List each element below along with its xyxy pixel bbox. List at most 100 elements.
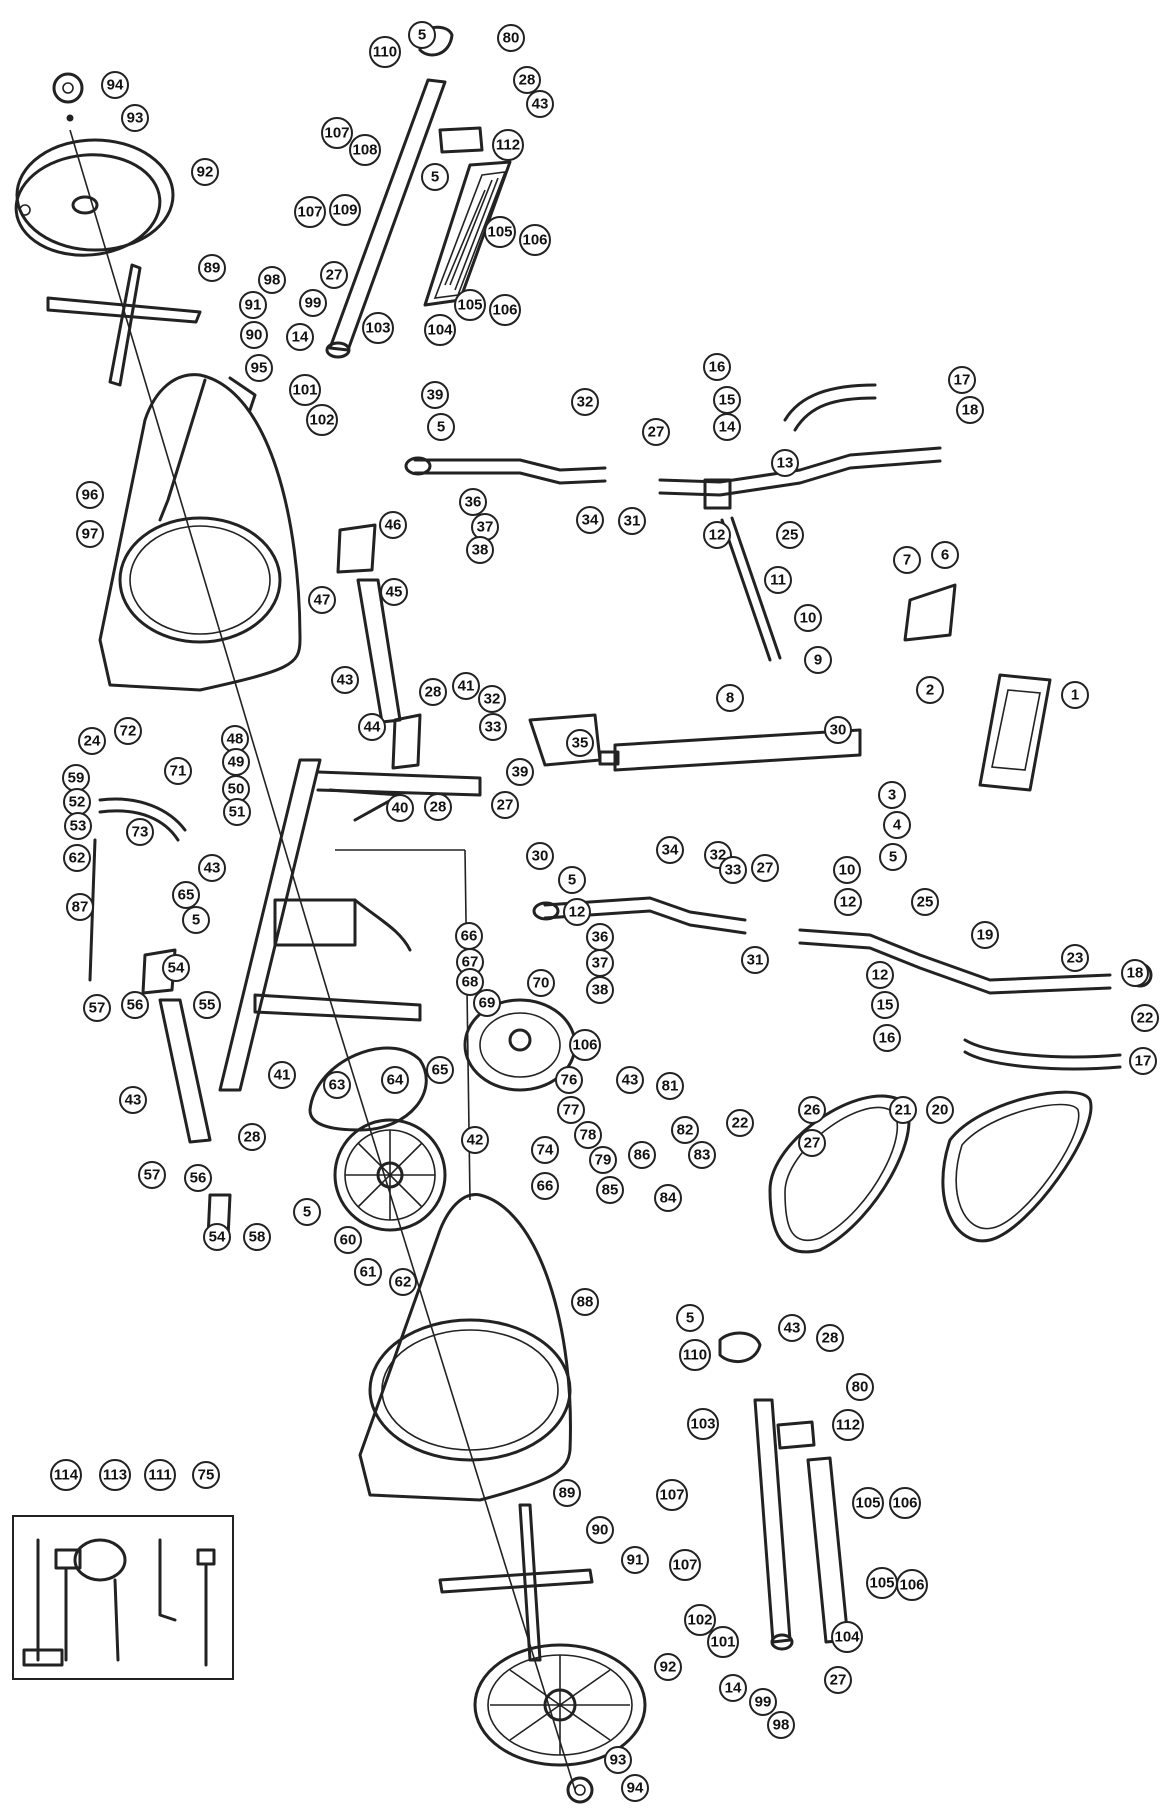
shaft-11 bbox=[720, 516, 782, 662]
callout-53: 53 bbox=[64, 812, 92, 840]
callout-label: 67 bbox=[462, 954, 479, 971]
callout-105: 105 bbox=[852, 1487, 884, 1519]
callout-16: 16 bbox=[703, 353, 731, 381]
callout-109: 109 bbox=[329, 194, 361, 226]
callout-label: 2 bbox=[926, 682, 934, 699]
callout-label: 5 bbox=[303, 1204, 311, 1221]
callout-label: 113 bbox=[103, 1467, 127, 1484]
callout-circle bbox=[1129, 1047, 1157, 1075]
callout-8: 8 bbox=[716, 684, 744, 712]
callout-label: 103 bbox=[690, 1416, 715, 1433]
callout-58: 58 bbox=[243, 1223, 271, 1251]
callout-12: 12 bbox=[703, 521, 731, 549]
callout-circle bbox=[687, 1408, 719, 1440]
callout-73: 73 bbox=[126, 818, 154, 846]
callout-circle bbox=[557, 1096, 585, 1124]
callout-68: 68 bbox=[456, 968, 484, 996]
callout-circle bbox=[223, 798, 251, 826]
callout-label: 90 bbox=[592, 1522, 609, 1539]
callout-17: 17 bbox=[1129, 1047, 1157, 1075]
callout-106: 106 bbox=[519, 224, 551, 256]
callout-16: 16 bbox=[873, 1024, 901, 1052]
callout-37: 37 bbox=[471, 513, 499, 541]
callout-91: 91 bbox=[621, 1546, 649, 1574]
callout-label: 112 bbox=[836, 1417, 860, 1434]
callout-circle bbox=[586, 976, 614, 1004]
callout-94: 94 bbox=[621, 1774, 649, 1802]
callout-59: 59 bbox=[62, 764, 90, 792]
callout-label: 92 bbox=[197, 164, 214, 181]
callout-label: 54 bbox=[168, 960, 185, 977]
callout-circle bbox=[824, 1666, 852, 1694]
callout-106: 106 bbox=[489, 294, 521, 326]
column-103-bottom bbox=[718, 1331, 816, 1651]
callout-label: 79 bbox=[595, 1152, 612, 1169]
callout-11: 11 bbox=[764, 566, 792, 594]
callout-circle bbox=[329, 194, 361, 226]
callout-circle bbox=[571, 388, 599, 416]
callout-label: 3 bbox=[888, 787, 896, 804]
callout-label: 78 bbox=[580, 1127, 597, 1144]
callout-circle bbox=[193, 991, 221, 1019]
callout-4: 4 bbox=[883, 811, 911, 839]
callout-label: 48 bbox=[227, 731, 244, 748]
callout-28: 28 bbox=[816, 1324, 844, 1352]
callout-circle bbox=[767, 1711, 795, 1739]
callout-70: 70 bbox=[527, 969, 555, 997]
callout-label: 105 bbox=[457, 297, 482, 314]
callout-circle bbox=[604, 1746, 632, 1774]
callout-circle bbox=[816, 1324, 844, 1352]
callout-41: 41 bbox=[452, 672, 480, 700]
callout-circle bbox=[334, 1226, 362, 1254]
callout-27: 27 bbox=[751, 854, 779, 882]
callout-98: 98 bbox=[258, 266, 286, 294]
callout-circle bbox=[294, 196, 326, 228]
callout-label: 94 bbox=[627, 1780, 644, 1797]
callout-label: 10 bbox=[839, 862, 856, 879]
callout-57: 57 bbox=[138, 1161, 166, 1189]
handlebar-34-upper bbox=[404, 456, 607, 485]
callout-label: 18 bbox=[1127, 965, 1144, 982]
callout-15: 15 bbox=[871, 991, 899, 1019]
callout-label: 39 bbox=[512, 764, 529, 781]
callout-56: 56 bbox=[121, 991, 149, 1019]
callout-label: 97 bbox=[82, 526, 99, 543]
callout-label: 14 bbox=[725, 1680, 742, 1697]
callout-98: 98 bbox=[767, 1711, 795, 1739]
callout-circle bbox=[289, 374, 321, 406]
pulley-42 bbox=[333, 1118, 447, 1232]
callout-label: 16 bbox=[879, 1030, 896, 1047]
callout-circle bbox=[878, 781, 906, 809]
callout-62: 62 bbox=[389, 1268, 417, 1296]
tool-114-wrench bbox=[22, 1538, 82, 1667]
callout-circle bbox=[358, 713, 386, 741]
callout-circle bbox=[172, 881, 200, 909]
callout-circle bbox=[243, 1223, 271, 1251]
tube-55 bbox=[141, 948, 232, 1240]
callout-34: 34 bbox=[576, 506, 604, 534]
callout-circle bbox=[956, 396, 984, 424]
callout-62: 62 bbox=[63, 844, 91, 872]
callout-circle bbox=[426, 1056, 454, 1084]
tool-111-hex-key bbox=[158, 1538, 177, 1622]
callout-circle bbox=[654, 1184, 682, 1212]
callout-112: 112 bbox=[492, 129, 524, 161]
callout-104: 104 bbox=[831, 1621, 863, 1653]
callout-circle bbox=[461, 1126, 489, 1154]
callout-label: 24 bbox=[84, 733, 101, 750]
callout-10: 10 bbox=[794, 604, 822, 632]
housing-97 bbox=[98, 373, 302, 692]
callout-circle bbox=[191, 158, 219, 186]
callout-57: 57 bbox=[83, 994, 111, 1022]
callout-label: 5 bbox=[437, 419, 445, 436]
callout-label: 30 bbox=[830, 722, 847, 739]
callout-28: 28 bbox=[238, 1123, 266, 1151]
callout-96: 96 bbox=[76, 481, 104, 509]
callout-circle bbox=[421, 163, 449, 191]
callout-label: 75 bbox=[198, 1467, 215, 1484]
callout-5: 5 bbox=[421, 163, 449, 191]
callout-14: 14 bbox=[286, 323, 314, 351]
callout-label: 28 bbox=[425, 684, 442, 701]
callout-label: 40 bbox=[392, 800, 409, 817]
